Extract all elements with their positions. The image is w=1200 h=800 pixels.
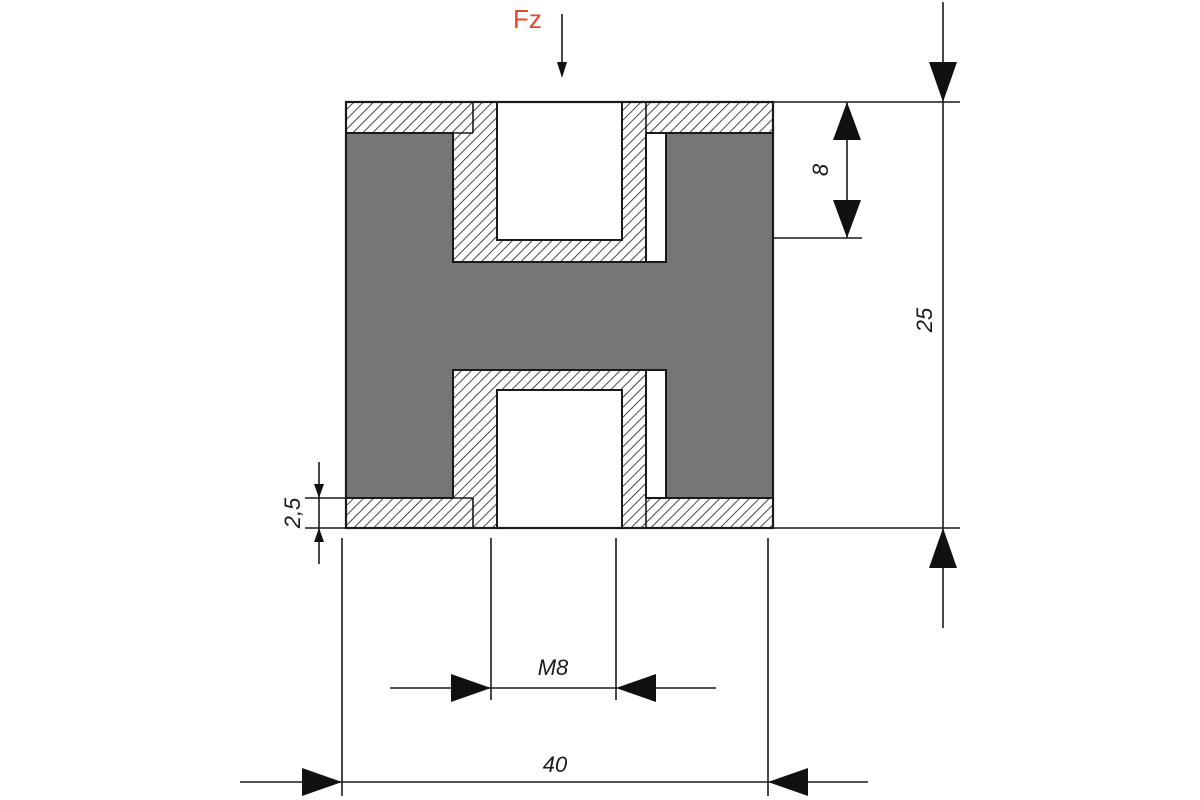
height-arrow-top-icon (929, 62, 957, 102)
thread-arrow-right-icon (616, 674, 656, 702)
force-label: Fz (513, 4, 542, 34)
insert-depth-arrow-top-icon (833, 102, 861, 140)
plate-thickness-label: 2,5 (280, 497, 305, 529)
thread-label: M8 (538, 655, 569, 680)
diameter-label: 40 (543, 752, 568, 777)
overall-height-label: 25 (912, 307, 937, 333)
force-arrow-icon (557, 62, 567, 78)
plate-arrow-bottom-icon (314, 528, 324, 542)
top-insert-step-lines (452, 102, 667, 262)
insert-depth-label: 8 (808, 163, 833, 176)
rubber-body (345, 132, 774, 499)
bottom-insert-step-lines (452, 370, 667, 528)
diameter-arrow-right-icon (768, 768, 808, 796)
bottom-thread-bore (496, 389, 623, 529)
top-thread-bore (496, 101, 623, 241)
thread-arrow-left-icon (451, 674, 491, 702)
diameter-arrow-left-icon (302, 768, 342, 796)
height-arrow-bottom-icon (929, 528, 957, 568)
plate-arrow-top-icon (314, 484, 324, 498)
insert-depth-arrow-bottom-icon (833, 200, 861, 238)
